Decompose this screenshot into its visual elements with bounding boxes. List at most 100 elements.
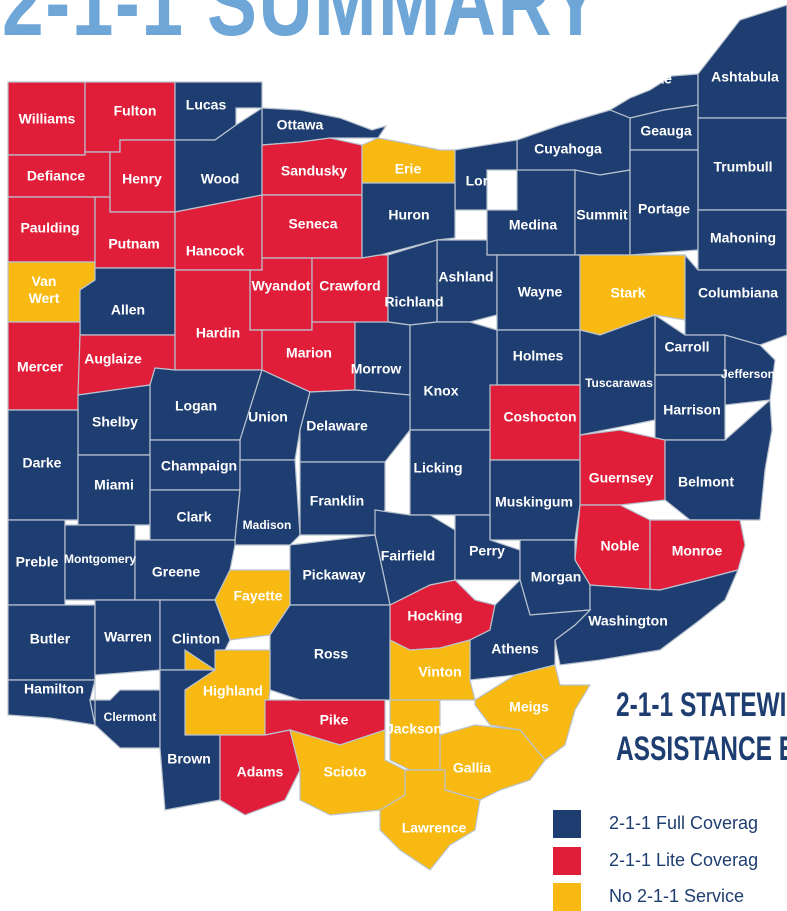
county-label-wyandot: Wyandot [252,278,311,294]
county-label-warren: Warren [104,629,152,645]
county-hardin [174,269,263,371]
county-label-columbiana: Columbiana [698,285,778,301]
county-guernsey [579,429,666,506]
county-label-hancock: Hancock [186,243,245,259]
county-label-clinton: Clinton [172,631,220,647]
county-label-monroe: Monroe [672,543,723,559]
county-label-fairfield: Fairfield [381,548,435,564]
county-label-trumbull: Trumbull [713,159,772,175]
county-madison [234,459,301,546]
county-label-muskingum: Muskingum [495,494,573,510]
county-label-defiance: Defiance [27,168,86,184]
county-label-cuyahoga: Cuyahoga [534,141,602,157]
county-label-fulton: Fulton [114,103,157,119]
county-label-carroll: Carroll [664,339,709,355]
county-label-belmont: Belmont [678,474,734,490]
county-label-hamilton: Hamilton [24,681,84,697]
county-label-guernsey: Guernsey [589,470,654,486]
county-knox [409,321,498,431]
county-label-auglaize: Auglaize [84,351,142,367]
legend-label-lite: 2-1-1 Lite Coverag [609,850,759,870]
county-label-meigs: Meigs [509,699,549,715]
county-label-hocking: Hocking [407,608,462,624]
county-label-ashtabula: Ashtabula [711,69,779,85]
county-label-jackson: Jackson [386,721,442,737]
county-lawrence [379,769,481,871]
county-label-clermont: Clermont [104,710,157,724]
county-label-hardin: Hardin [196,325,240,341]
county-label-adams: Adams [237,764,284,780]
legend-swatch-full [553,810,581,838]
county-athens [469,578,592,681]
county-label-medina: Medina [509,217,557,233]
county-meigs [474,664,592,761]
county-label-summit: Summit [576,207,628,223]
county-label-shelby: Shelby [92,414,138,430]
page-title: 2-1-1 SUMMARY [2,0,602,56]
county-label-seneca: Seneca [288,216,337,232]
county-label-miami: Miami [94,477,134,493]
county-label-butler: Butler [30,631,71,647]
county-label-athens: Athens [491,641,539,657]
county-label-franklin: Franklin [310,493,364,509]
county-label-mahoning: Mahoning [710,230,776,246]
county-label-logan: Logan [175,398,217,414]
county-label-gallia: Gallia [453,760,491,776]
county-label-lorain: Lorain [466,173,509,189]
county-label-paulding: Paulding [20,220,79,236]
county-label-richland: Richland [384,294,443,310]
county-morrow [354,321,411,396]
legend-swatch-lite [553,847,581,875]
county-label-holmes: Holmes [513,348,564,364]
county-label-lawrence: Lawrence [402,820,467,836]
county-label-licking: Licking [413,460,462,476]
county-label-wayne: Wayne [518,284,563,300]
county-label-clark: Clark [176,509,211,525]
county-label-geauga: Geauga [640,123,692,139]
county-ashtabula [697,4,787,119]
county-label-knox: Knox [424,383,459,399]
county-label-henry: Henry [122,171,162,187]
county-label-crawford: Crawford [319,278,380,294]
county-label-washington: Washington [588,613,668,629]
county-mahoning [697,209,787,271]
county-label-coshocton: Coshocton [503,409,576,425]
legend-label-none: No 2-1-1 Service [609,886,745,906]
county-label-noble: Noble [601,538,640,554]
county-label-delaware: Delaware [306,418,368,434]
county-label-williams: Williams [19,111,76,127]
county-label-pickaway: Pickaway [302,567,365,583]
county-delaware [299,389,411,463]
county-label-highland: Highland [203,683,263,699]
county-label-perry: Perry [469,543,505,559]
county-label-scioto: Scioto [324,764,367,780]
legend-swatch-none [553,883,581,911]
county-label-jefferson: Jefferson [721,367,775,381]
county-label-morgan: Morgan [531,569,582,585]
county-label-vinton: Vinton [418,664,461,680]
county-label-brown: Brown [167,751,211,767]
county-adams [219,729,301,816]
county-label-mercer: Mercer [17,359,63,375]
county-label-wood: Wood [201,171,240,187]
county-label-champaign: Champaign [161,458,237,474]
county-label-allen: Allen [111,302,145,318]
county-label-madison: Madison [243,518,292,532]
county-label-huron: Huron [388,207,429,223]
statewide-title-line1: 2-1-1 STATEWI [616,686,787,724]
county-label-putnam: Putnam [108,236,159,252]
county-label-union: Union [248,409,288,425]
statewide-title-line2: ASSISTANCE E [616,730,787,768]
county-richland [387,239,438,326]
county-label-lucas: Lucas [186,97,227,113]
county-label-montgomery: Montgomery [64,552,136,566]
county-label-sandusky: Sandusky [281,163,347,179]
county-label-ottawa: Ottawa [277,117,324,133]
county-label-greene: Greene [152,564,200,580]
county-label-preble: Preble [16,554,59,570]
county-label-darke: Darke [23,455,62,471]
county-label-lake: Lake [640,71,672,87]
county-label-stark: Stark [610,285,645,301]
